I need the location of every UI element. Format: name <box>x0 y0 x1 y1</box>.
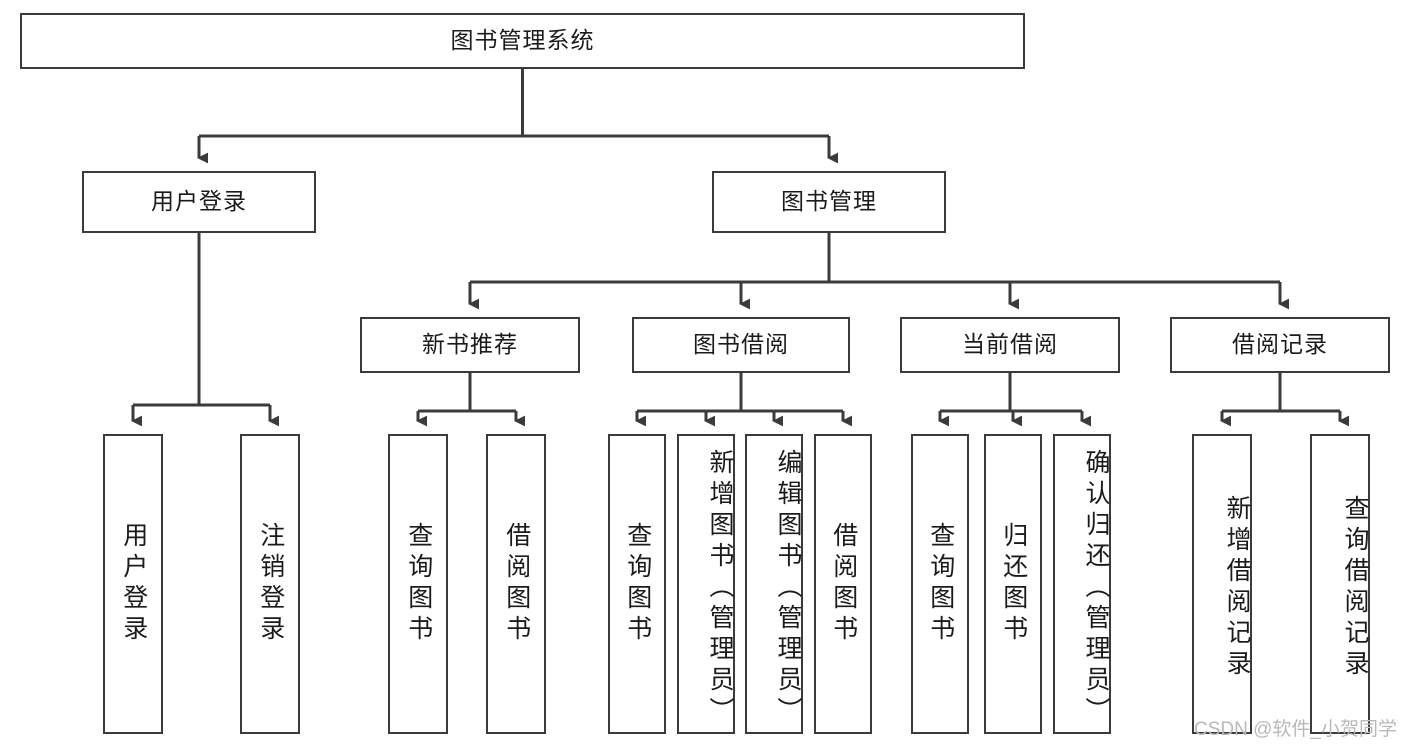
node-label: 借阅图书 <box>502 522 531 646</box>
node-book-borrow[interactable]: 图书借阅 <box>632 317 850 373</box>
node-leaf-user-logout[interactable]: 注销登录 <box>240 434 300 734</box>
node-leaf-return-book[interactable]: 归还图书 <box>984 434 1042 734</box>
node-leaf-edit-book[interactable]: 编辑图书（管理员） <box>745 434 803 734</box>
node-label: 新书推荐 <box>422 331 518 358</box>
node-leaf-add-book[interactable]: 新增图书（管理员） <box>677 434 735 734</box>
node-label: 查询借阅记录 <box>1341 495 1369 681</box>
node-label: 借阅记录 <box>1232 331 1328 358</box>
node-label: 新增图书（管理员） <box>706 448 734 728</box>
node-label: 用户登录 <box>119 522 148 646</box>
node-new-book-rec[interactable]: 新书推荐 <box>360 317 580 373</box>
node-root[interactable]: 图书管理系统 <box>20 13 1025 69</box>
node-label: 注销登录 <box>256 522 285 646</box>
node-label: 当前借阅 <box>962 331 1058 358</box>
node-label: 查询图书 <box>623 522 652 646</box>
node-leaf-query-book-borrow[interactable]: 查询图书 <box>608 434 666 734</box>
node-current-borrow[interactable]: 当前借阅 <box>900 317 1120 373</box>
node-label: 借阅图书 <box>829 522 858 646</box>
node-leaf-query-book-cur[interactable]: 查询图书 <box>911 434 969 734</box>
node-user-login[interactable]: 用户登录 <box>82 171 316 233</box>
node-label: 图书管理 <box>781 188 877 215</box>
node-label: 新增借阅记录 <box>1223 495 1251 681</box>
node-book-manage[interactable]: 图书管理 <box>712 171 946 233</box>
node-leaf-query-book-rec[interactable]: 查询图书 <box>388 434 448 734</box>
node-leaf-borrow-book[interactable]: 借阅图书 <box>814 434 872 734</box>
node-borrow-record[interactable]: 借阅记录 <box>1170 317 1390 373</box>
node-label: 查询图书 <box>404 522 433 646</box>
node-label: 归还图书 <box>999 522 1028 646</box>
node-label: 用户登录 <box>151 188 247 215</box>
node-label: 图书借阅 <box>693 331 789 358</box>
node-leaf-user-login[interactable]: 用户登录 <box>103 434 163 734</box>
node-label: 查询图书 <box>926 522 955 646</box>
node-leaf-confirm-return[interactable]: 确认归还（管理员） <box>1053 434 1111 734</box>
node-label: 确认归还（管理员） <box>1082 448 1110 728</box>
node-leaf-query-record[interactable]: 查询借阅记录 <box>1310 434 1370 734</box>
watermark-label: CSDN @软件_小贺同学 <box>1194 719 1397 740</box>
node-label: 图书管理系统 <box>450 27 595 54</box>
node-leaf-add-record[interactable]: 新增借阅记录 <box>1192 434 1252 734</box>
node-label: 编辑图书（管理员） <box>774 448 802 728</box>
node-leaf-borrow-book-rec[interactable]: 借阅图书 <box>486 434 546 734</box>
